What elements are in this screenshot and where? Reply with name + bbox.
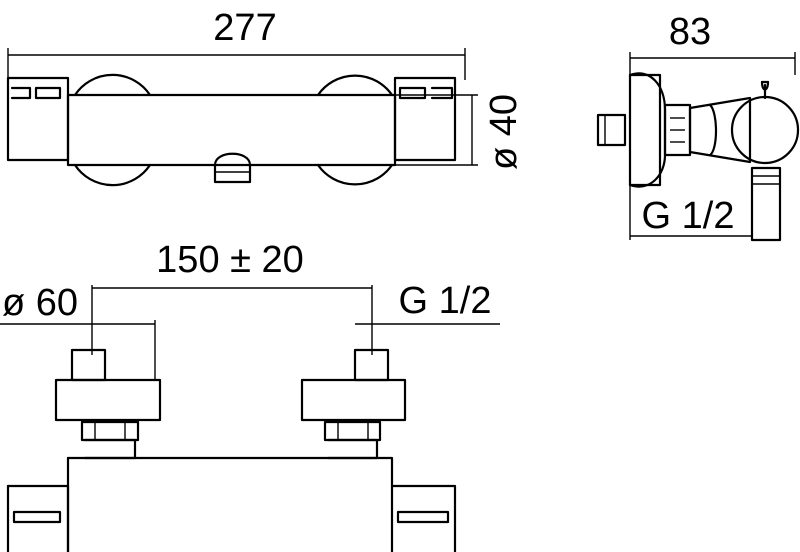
cap-notch: [10, 86, 32, 100]
left-handle-bottom: [73, 163, 152, 187]
wall-connector: [596, 113, 627, 147]
right-handle-top: [316, 74, 394, 97]
left-connector: [83, 438, 137, 460]
dim-label-277: 277: [213, 7, 276, 49]
side-view: 83 G 1/2: [596, 11, 800, 242]
body-contour: [708, 103, 718, 157]
front-right-slot: [396, 510, 450, 524]
hex-nut: [663, 103, 692, 157]
front-left-cap: [6, 484, 70, 552]
right-handle-bottom: [316, 163, 394, 186]
cap-notch: [430, 86, 454, 100]
top-view: 277 ø 40: [6, 7, 525, 187]
dim-label-side-thread: G 1/2: [642, 195, 735, 237]
lever-tip: [760, 80, 770, 91]
right-connector: [326, 438, 379, 460]
right-eccentric: [300, 378, 407, 422]
cap-notch: [34, 86, 62, 100]
right-end-cap: [393, 76, 457, 162]
left-eccentric: [54, 378, 162, 422]
wall-flange: [628, 73, 662, 187]
cap-notch: [398, 86, 427, 100]
dim-label-83: 83: [669, 11, 711, 53]
outlet-nozzle: [213, 152, 252, 184]
dim-label-diameter-60: ø 60: [2, 282, 78, 324]
dim-label-center-distance: 150 ± 20: [156, 239, 304, 281]
left-handle-top: [73, 73, 152, 97]
side-body: [688, 96, 752, 164]
outlet-pipe: [750, 166, 782, 242]
front-left-slot: [12, 510, 62, 524]
front-right-cap: [390, 484, 457, 552]
handle-disk: [730, 95, 800, 165]
right-nut: [323, 420, 382, 442]
dim-label-diameter-40: ø 40: [483, 94, 525, 170]
front-body-top: [66, 456, 394, 552]
front-view: 150 ± 20 ø 60 G 1/2: [0, 239, 500, 552]
dim-label-inlet-thread: G 1/2: [399, 280, 492, 322]
left-nut: [80, 420, 140, 442]
left-inlet-stub: [70, 348, 107, 382]
